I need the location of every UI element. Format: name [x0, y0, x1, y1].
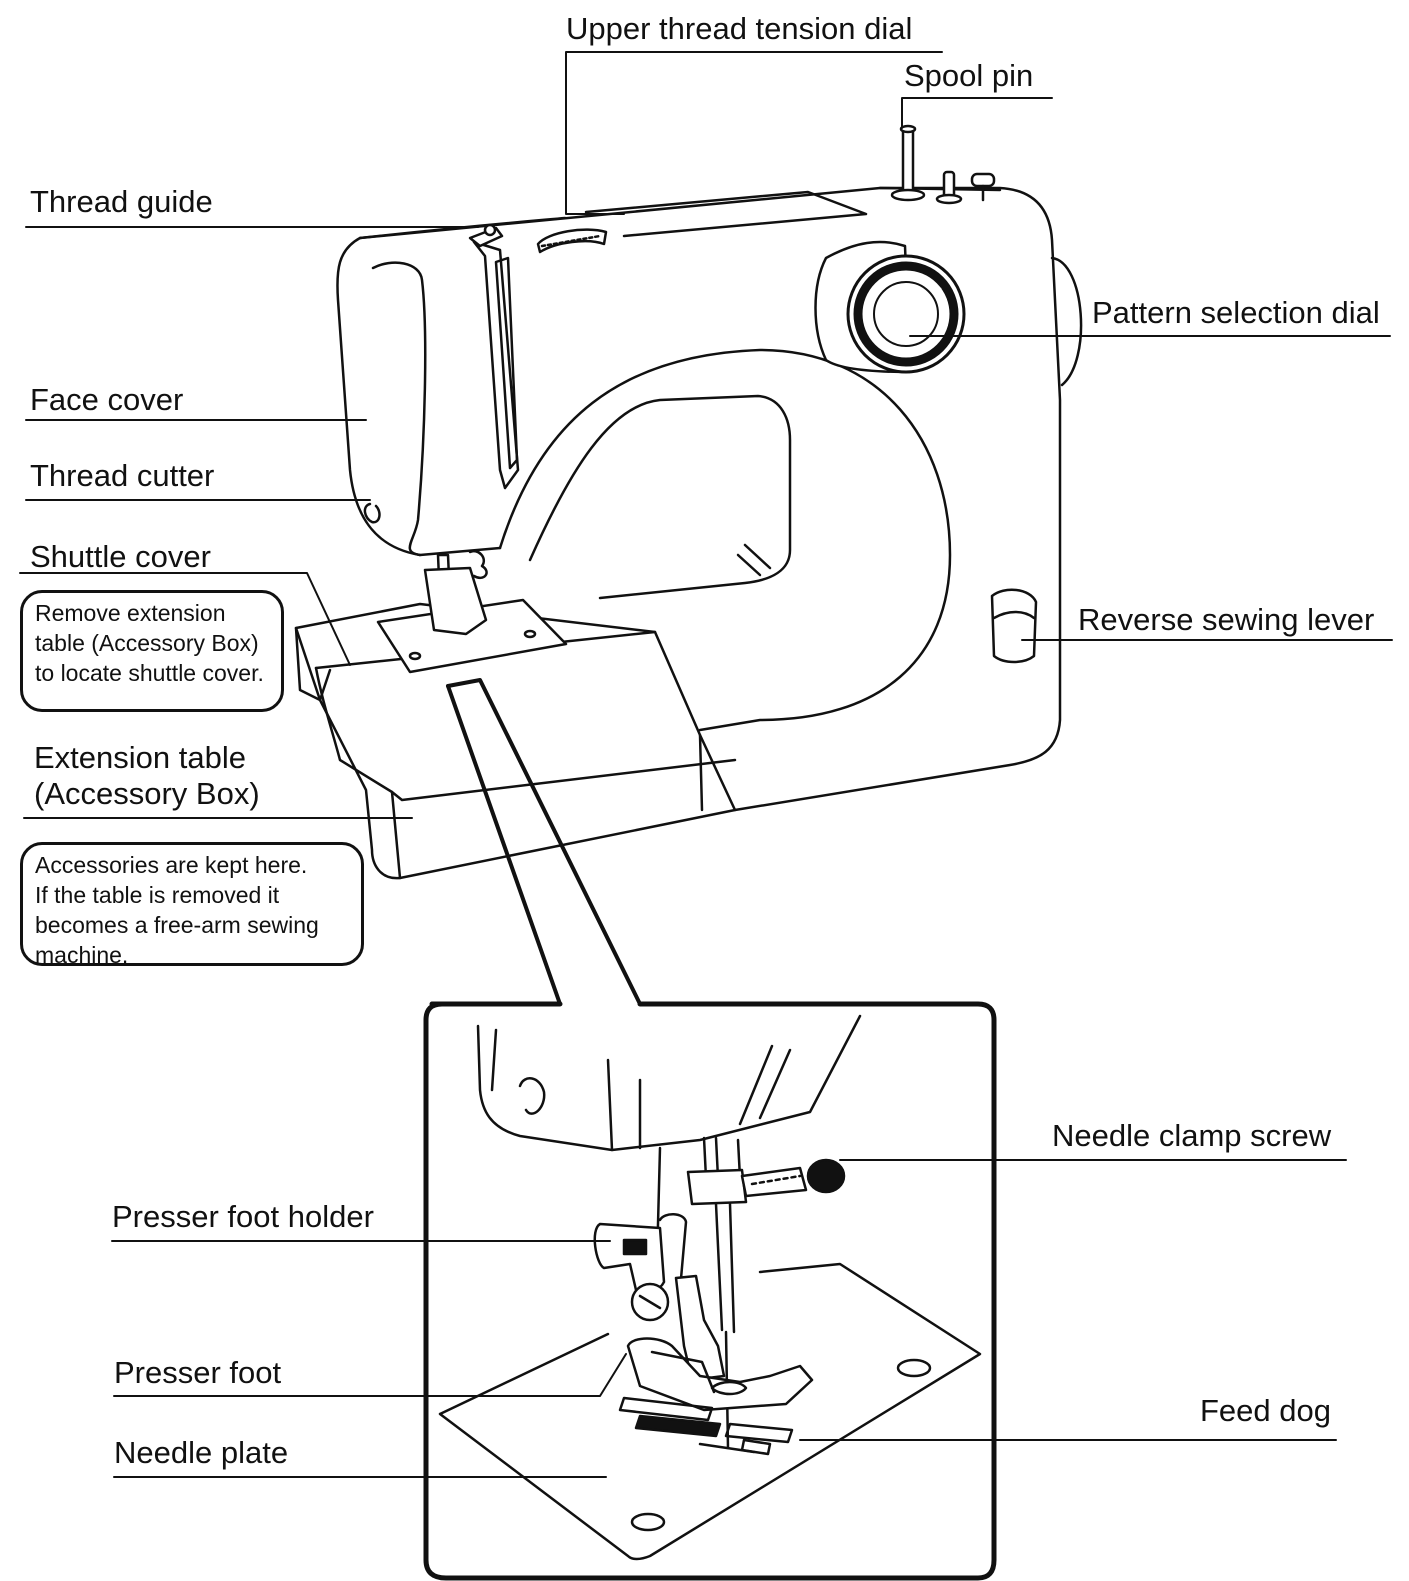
- dial-number: 9: [906, 271, 910, 278]
- dial-number: 5: [867, 295, 871, 302]
- zoom-callout-wedge: [446, 678, 642, 1006]
- dial-number: 10: [915, 273, 923, 280]
- presser-foot-label: Presser foot: [114, 1355, 282, 1390]
- dial-number: 20: [895, 350, 903, 357]
- dial-number: 18: [918, 348, 926, 355]
- reverse-sewing-lever-label: Reverse sewing lever: [1078, 602, 1375, 637]
- shuttle-cover-label: Shuttle cover: [30, 539, 211, 574]
- upper-thread-tension-dial-label: Upper thread tension dial: [566, 11, 913, 46]
- detail-inset: [423, 1001, 997, 1581]
- needle-clamp-screw-label: Needle clamp screw: [1052, 1118, 1332, 1153]
- dial-number: 3: [865, 318, 869, 325]
- needle-plate-label: Needle plate: [114, 1435, 289, 1470]
- spool-pin-label: Spool pin: [904, 58, 1034, 93]
- extension-table-label-line1: Extension table: [34, 740, 246, 775]
- dial-number: 17: [928, 341, 936, 348]
- dial-number: 15: [941, 321, 949, 328]
- feed-dog-label: Feed dog: [1200, 1393, 1331, 1428]
- dial-number: 21: [883, 346, 891, 353]
- dial-number: 2: [869, 330, 873, 337]
- dial-number: 12: [934, 287, 942, 294]
- thread-guide-label: Thread guide: [30, 184, 213, 219]
- pattern-selection-dial-label: Pattern selection dial: [1092, 295, 1380, 330]
- extension-table-label-line2: (Accessory Box): [34, 776, 260, 811]
- leader-lines: [19, 51, 1393, 1478]
- dial-number: 8: [894, 272, 898, 279]
- thread-cutter-label: Thread cutter: [30, 458, 215, 493]
- shuttle-cover-note: Remove extension table (Accessory Box) t…: [20, 590, 284, 712]
- dial-number: 7: [883, 277, 887, 284]
- dial-number: 13: [940, 298, 948, 305]
- dial-number: 11: [926, 279, 934, 286]
- dial-number: 1: [876, 339, 880, 346]
- dial-number: 6: [874, 285, 878, 292]
- face-cover-label: Face cover: [30, 382, 184, 417]
- dial-number: 4: [864, 307, 868, 314]
- dial-number: 14: [942, 310, 950, 317]
- presser-foot-holder-label: Presser foot holder: [112, 1199, 374, 1234]
- dial-number: 19: [907, 351, 915, 358]
- extension-table-note: Accessories are kept here. If the table …: [20, 842, 364, 968]
